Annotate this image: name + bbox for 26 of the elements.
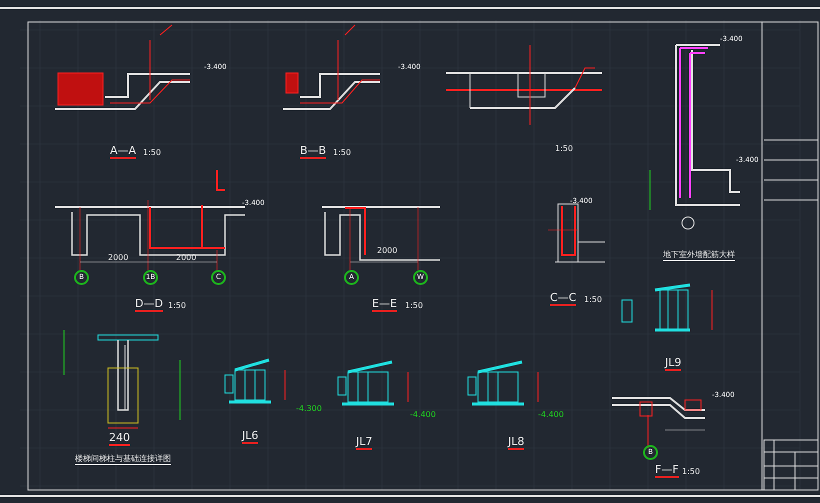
elevation-label: -4.400 [538,411,564,419]
section-title: JL8 [508,436,524,450]
dimension-label: 2000 [377,247,398,255]
dimension-label: 2000 [108,254,128,262]
dimension-label: 1:50 [168,302,186,310]
dimension-label: 1:50 [405,302,423,310]
dimension-label: 1:50 [143,149,161,157]
elevation-label: -4.400 [410,411,436,419]
drawing-title: 地下室外墙配筋大样 [663,251,735,261]
drawing-title: 楼梯间梯柱与基础连接详图 [75,455,171,465]
dimension-label: 1:50 [555,145,573,153]
section-title: B—B [300,145,326,159]
elevation-label: -4.300 [296,405,322,413]
section-title: JL9 [665,357,682,371]
dimension-label: 240 [109,432,130,446]
dimension-label: 1:50 [333,149,351,157]
dimension-label: 1:50 [682,468,700,476]
dimension-label: 1:50 [584,296,602,304]
section-title: A—A [110,145,136,159]
section-title: C—C [550,292,576,306]
section-title: D—D [135,298,163,312]
section-title: F—F [655,464,679,478]
dimension-label: 2000 [176,254,196,262]
section-title: E—E [372,298,397,312]
section-title: JL7 [356,436,372,450]
section-title: JL6 [242,430,258,444]
